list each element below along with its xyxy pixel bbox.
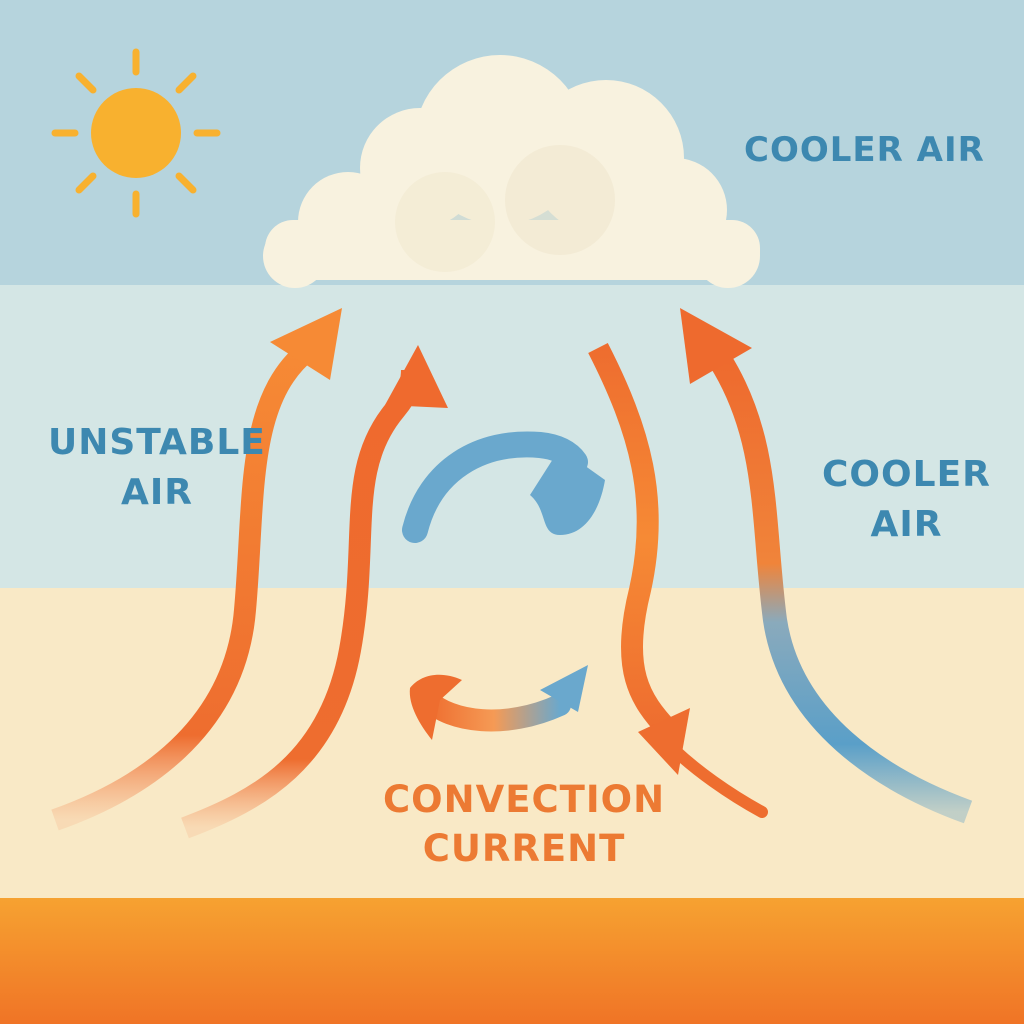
cooler-air-right-line-2: AIR: [870, 503, 943, 545]
cool-swirl-arrow: [402, 431, 605, 543]
descending-arrow: [588, 342, 768, 818]
warm-rising-arrow-left: [51, 308, 342, 831]
unstable-air-line-2: AIR: [120, 471, 193, 513]
convection-current-line-1: CONVECTION: [383, 778, 666, 821]
cooler-air-right-line-1: COOLER: [822, 454, 991, 495]
sun-icon: [51, 48, 221, 218]
convection-current-line-2: CURRENT: [422, 826, 626, 870]
ground-fill: [0, 898, 1024, 1024]
warm-rising-arrow-inner: [181, 345, 448, 839]
lower-convection-swirl-arrow: [409, 665, 588, 740]
unstable-air-label: UNSTABLE AIR: [48, 418, 266, 517]
unstable-air-line-1: UNSTABLE: [48, 422, 266, 463]
cloud-icon: [263, 55, 760, 288]
right-rising-arrow: [680, 308, 973, 824]
cooler-air-top-label: COOLER AIR: [744, 130, 985, 170]
convection-current-label: CONVECTION CURRENT: [383, 776, 665, 874]
cooler-air-right-label: COOLER AIR: [822, 450, 991, 549]
